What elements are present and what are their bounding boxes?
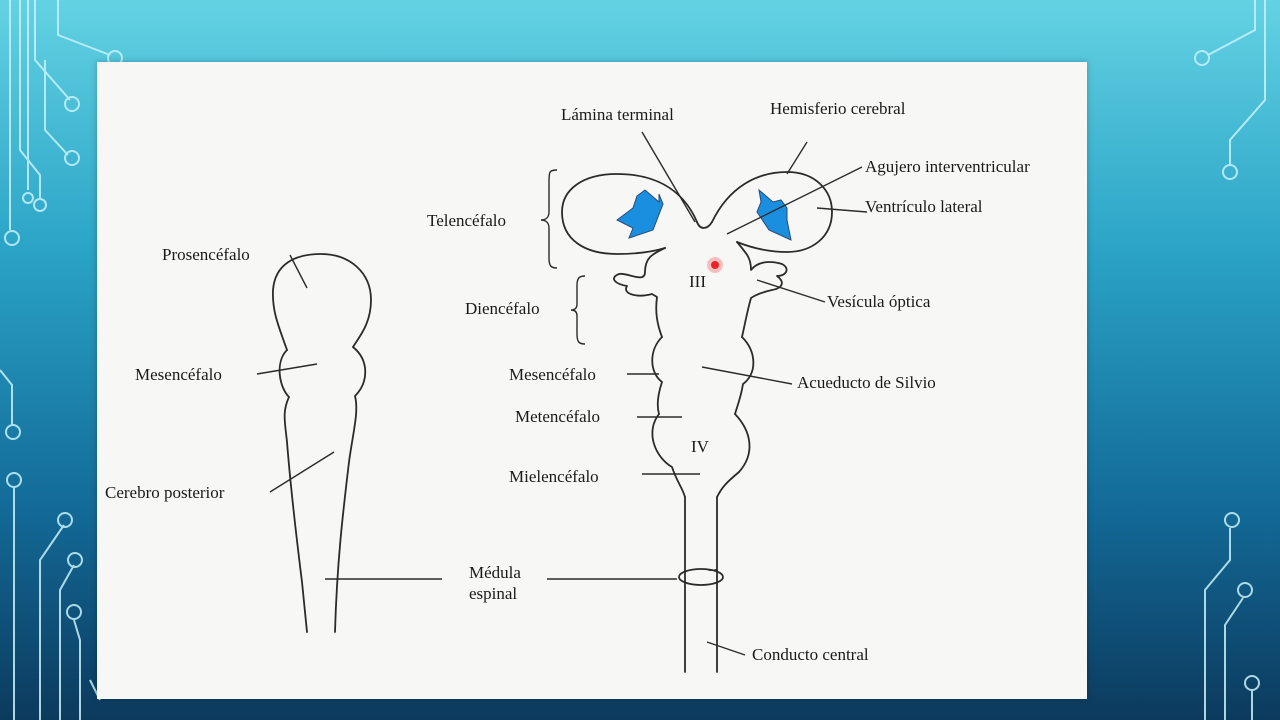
label-mesencefalo-left: Mesencéfalo — [135, 365, 222, 384]
label-telencefalo: Telencéfalo — [427, 211, 506, 230]
telencefalo-bracket — [540, 169, 558, 269]
label-mielencefalo: Mielencéfalo — [509, 467, 599, 486]
leader-lines — [256, 131, 868, 656]
label-acueducto-silvio: Acueducto de Silvio — [797, 373, 936, 392]
pointer-dot — [711, 261, 719, 269]
label-lamina-terminal: Lámina terminal — [561, 105, 674, 124]
label-cerebro-posterior: Cerebro posterior — [105, 483, 225, 502]
diencefalo-bracket — [570, 275, 586, 345]
label-agujero-interventricular: Agujero interventricular — [865, 157, 1030, 176]
left-ventricle-arrow — [616, 189, 664, 239]
label-vesicula-optica: Vesícula óptica — [827, 292, 931, 311]
label-conducto-central: Conducto central — [752, 645, 869, 664]
label-ventriculo-lateral: Ventrículo lateral — [865, 197, 983, 216]
label-metencefalo: Metencéfalo — [515, 407, 600, 426]
label-diencefalo: Diencéfalo — [465, 299, 540, 318]
label-prosencefalo: Prosencéfalo — [162, 245, 250, 264]
label-hemisferio-cerebral: Hemisferio cerebral — [770, 99, 906, 118]
diagram-panel: Lámina terminal Hemisferio cerebral Aguj… — [97, 62, 1087, 699]
brain-vesicles-diagram: Lámina terminal Hemisferio cerebral Aguj… — [105, 99, 1030, 673]
right-brain-outline — [561, 171, 833, 673]
right-ventricle-arrow — [756, 188, 792, 241]
label-mesencefalo-right: Mesencéfalo — [509, 365, 596, 384]
label-medula-line1: Médula — [469, 563, 521, 582]
label-medula-line2: espinal — [469, 584, 517, 603]
left-neural-tube-outline — [272, 253, 372, 633]
label-third-ventricle: III — [689, 272, 706, 291]
label-fourth-ventricle: IV — [691, 437, 710, 456]
